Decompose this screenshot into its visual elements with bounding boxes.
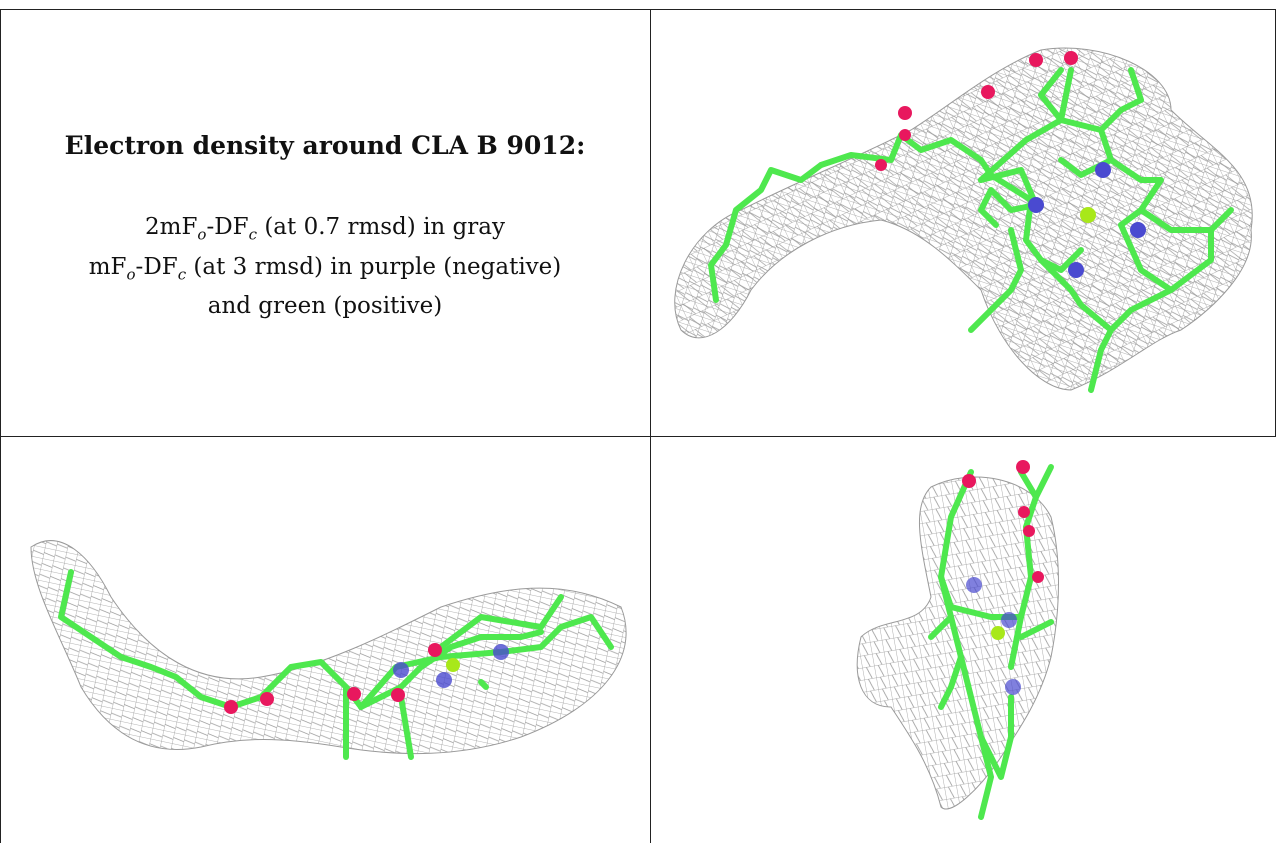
magnesium-atom	[991, 626, 1005, 640]
molecule-ring-view-image	[674, 47, 1253, 393]
nitrogen-atoms	[966, 577, 1021, 695]
molecule-side-view-image	[30, 540, 627, 760]
carbon-skeleton	[708, 67, 1234, 393]
density-mesh	[674, 47, 1253, 391]
magnesium-atom	[446, 658, 460, 672]
nitrogen-atoms	[393, 644, 509, 688]
caption-line-2mfo-dfc: 2mFo-DFc (at 0.7 rmsd) in gray	[145, 214, 505, 244]
caption-line-green: and green (positive)	[207, 293, 443, 320]
caption-description: 2mFo-DFc (at 0.7 rmsd) in gray mFo-DFc (…	[0, 211, 650, 322]
oxygen-atoms	[962, 460, 1044, 583]
table-border-top	[0, 9, 1276, 10]
density-mesh	[30, 540, 627, 755]
carbon-skeleton	[928, 464, 1054, 820]
panel-end-view	[651, 437, 1275, 843]
caption-title: Electron density around CLA B 9012:	[64, 131, 586, 160]
caption-line-mfo-dfc: mFo-DFc (at 3 rmsd) in purple (negative)	[88, 253, 562, 284]
oxygen-atoms	[875, 51, 1078, 171]
table-row-divider	[0, 436, 1276, 437]
molecule-end-view-image	[856, 460, 1059, 820]
panel-side-view	[1, 437, 650, 843]
oxygen-atoms	[224, 643, 442, 714]
magnesium-atom	[1080, 207, 1096, 223]
caption-cell: Electron density around CLA B 9012: 2mFo…	[0, 9, 650, 436]
table-border-left	[0, 9, 1, 843]
panel-ring-view	[651, 10, 1275, 436]
table-border-middle	[650, 9, 651, 843]
nitrogen-atoms	[1028, 162, 1146, 278]
